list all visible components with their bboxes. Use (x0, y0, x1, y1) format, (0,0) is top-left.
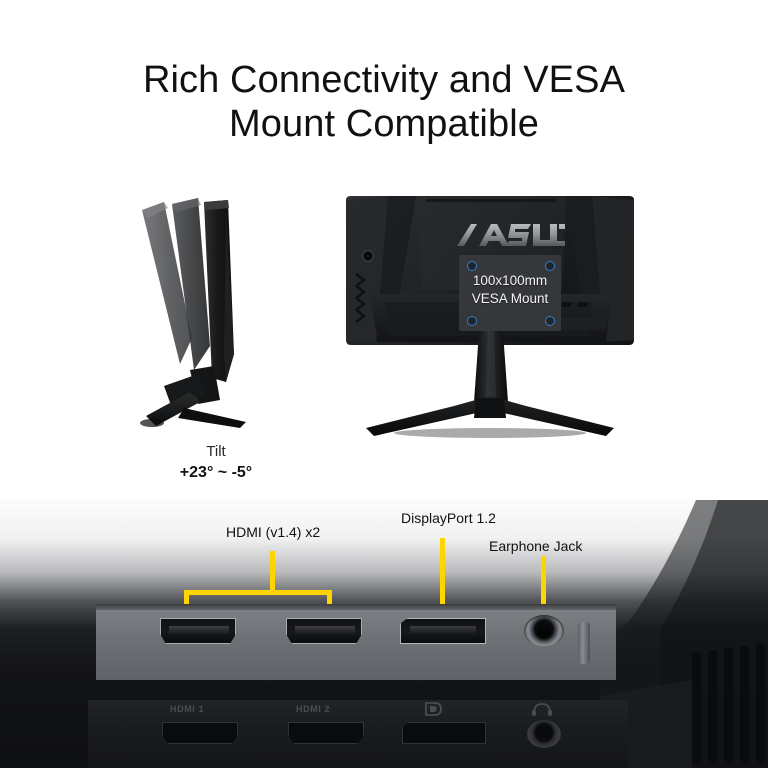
stand-foot-right (178, 408, 246, 428)
stand-column (474, 318, 508, 402)
vesa-label-line1: 100x100mm (472, 273, 548, 288)
vesa-label-line2: VESA Mount (471, 291, 549, 306)
displayport-contacts (410, 626, 476, 634)
stand-arm (164, 374, 206, 408)
displayport-port (400, 618, 486, 644)
vesa-hole-top-left (467, 261, 477, 271)
hdmi-port-1 (160, 618, 236, 644)
tilt-ghost-mid (172, 198, 210, 370)
cable-clip-tab (578, 622, 590, 664)
top-vent (426, 199, 556, 202)
tilt-ghost-back (142, 202, 192, 364)
top-section: Rich Connectivity and VESA Mount Compati… (0, 58, 768, 484)
vesa-hole-top-right (545, 261, 555, 271)
vesa-hole-bottom-left (467, 316, 477, 326)
displayport-icon (425, 702, 442, 716)
plate-screw-dots (150, 684, 462, 692)
embossed-label-hdmi2: HDMI 2 (296, 704, 331, 714)
stand-base-left (366, 396, 490, 436)
vesa-hole-bottom-right (545, 316, 555, 326)
right-vent-slots (692, 644, 765, 762)
hdmi-port-1-contacts (169, 626, 229, 634)
headphone-icon (532, 703, 552, 716)
lower-earphone-jack (527, 720, 561, 748)
stand-base-center (474, 398, 506, 418)
leader-hdmi-stem (270, 551, 275, 593)
leader-displayport (440, 538, 445, 631)
earphone-jack-hole (537, 625, 551, 638)
lower-displayport-port (402, 722, 486, 744)
right-bezel-shading (600, 500, 768, 768)
left-vent-chevrons (355, 273, 366, 323)
earphone-jack-port (524, 615, 564, 647)
asus-logo (457, 224, 565, 246)
label-plate (554, 318, 606, 330)
tilt-illustration (140, 198, 246, 428)
stand-base-right (490, 396, 614, 436)
lower-hdmi-port-2 (288, 722, 364, 744)
hdmi-port-2 (286, 618, 362, 644)
page-title: Rich Connectivity and VESA Mount Compati… (0, 58, 768, 146)
callout-label-displayport: DisplayPort 1.2 (401, 510, 496, 526)
tilt-panel-front (204, 200, 234, 382)
lower-hdmi-port-1 (162, 722, 238, 744)
embossed-label-hdmi1: HDMI 1 (170, 704, 205, 714)
callout-label-hdmi: HDMI (v1.4) x2 (226, 524, 321, 540)
hdmi-port-2-contacts (295, 626, 355, 634)
callout-label-earphone: Earphone Jack (489, 538, 583, 554)
tilt-value: +23° ~ -5° (179, 464, 253, 481)
joystick-button (361, 249, 375, 263)
stand-foot-left (146, 392, 200, 426)
leader-hdmi-bar (184, 590, 332, 595)
page-title-line2: Mount Compatible (229, 103, 539, 145)
port-plate-top-edge (96, 604, 616, 611)
leader-earphone (541, 556, 546, 638)
tilt-label: Tilt (206, 443, 226, 460)
vesa-mount-label: 100x100mm VESA Mount (455, 272, 565, 308)
tilt-caption: Tilt +23° ~ -5° (108, 442, 324, 484)
page-title-line1: Rich Connectivity and VESA (142, 59, 626, 101)
